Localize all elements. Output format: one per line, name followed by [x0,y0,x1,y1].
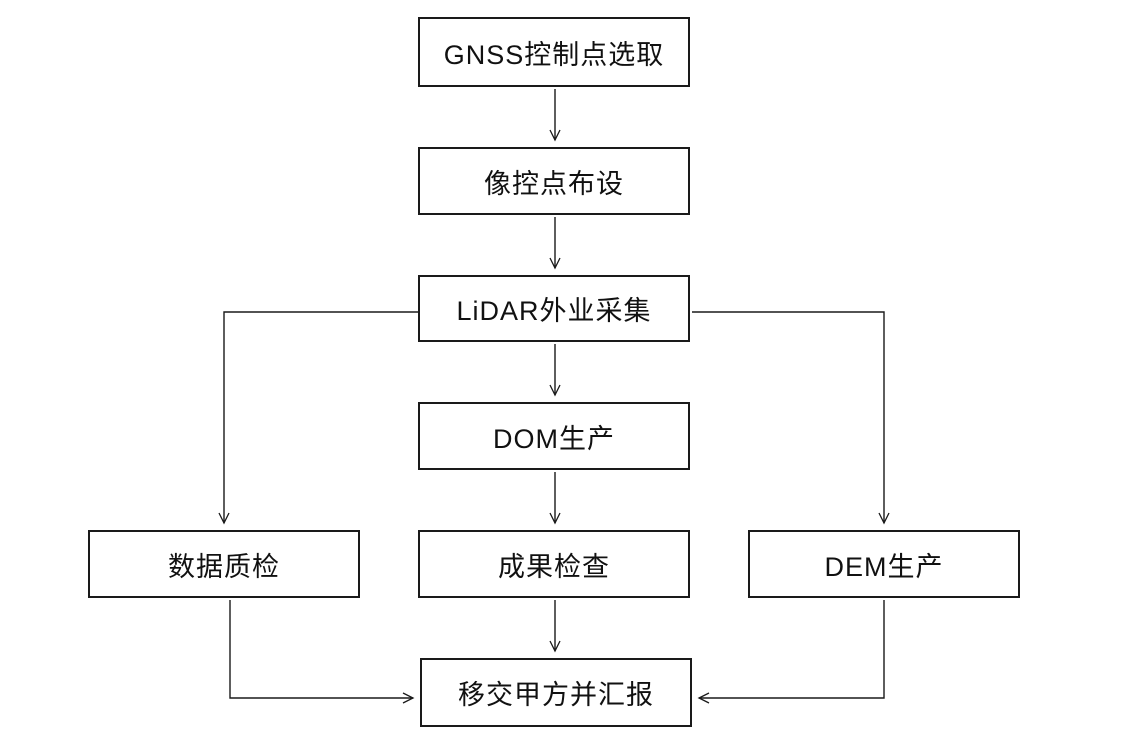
edge-data-qc-to-handover [229,600,415,704]
node-image-control-point-layout: 像控点布设 [418,147,690,215]
node-gnss-control-point-selection: GNSS控制点选取 [418,17,690,87]
edge-dem-to-handover [697,600,885,704]
edge-lidar-to-data-qc [218,311,418,525]
node-lidar-field-collection: LiDAR外业采集 [418,275,690,342]
node-handover-and-report: 移交甲方并汇报 [420,658,692,727]
edge-lidar-to-dem [692,311,890,525]
node-result-inspection: 成果检查 [418,530,690,598]
node-dom-production: DOM生产 [418,402,690,470]
node-dem-production: DEM生产 [748,530,1020,598]
node-data-quality-check: 数据质检 [88,530,360,598]
